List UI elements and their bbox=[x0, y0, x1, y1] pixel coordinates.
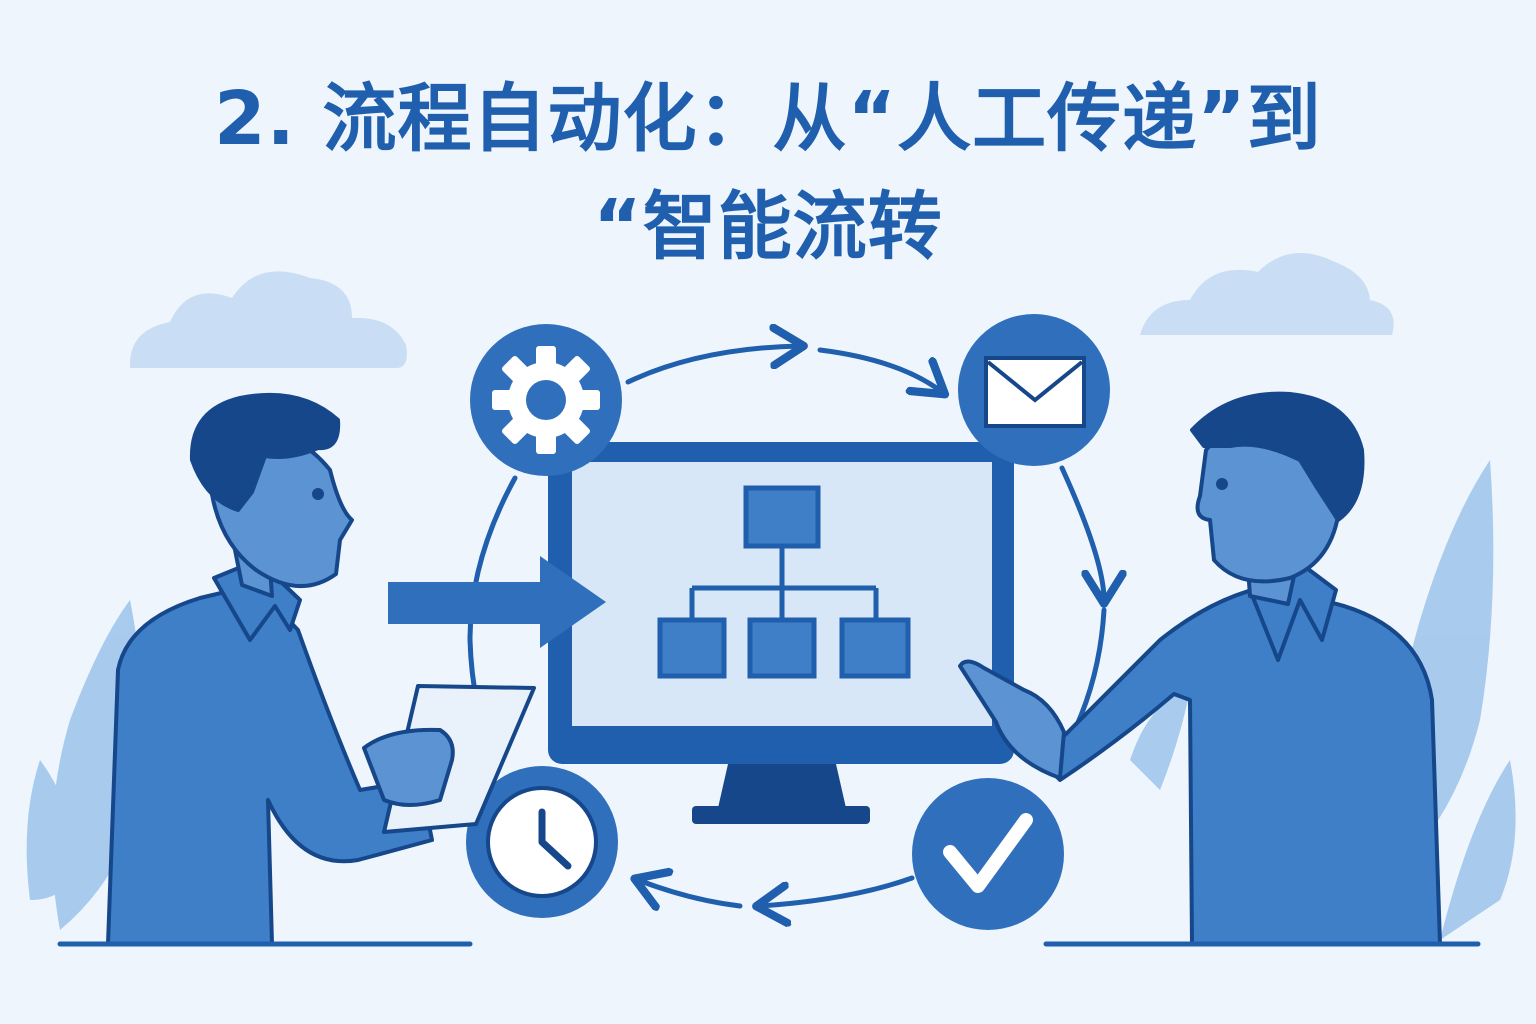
person-left bbox=[106, 392, 536, 946]
arrow-gear-to-envelope-a bbox=[625, 346, 800, 385]
person-left-hair bbox=[189, 392, 341, 512]
person-right-hair bbox=[1190, 391, 1365, 522]
cloud-left bbox=[129, 271, 407, 368]
person-left-hand bbox=[362, 727, 455, 807]
page-subtitle: “智能流转 bbox=[593, 184, 943, 270]
person-left-body bbox=[106, 583, 434, 946]
arrow-check-to-clock-a bbox=[760, 875, 915, 906]
arrow-check-to-clock-b bbox=[638, 880, 743, 906]
person-right-body bbox=[1038, 586, 1442, 946]
page-title: 2. 流程自动化：从“人工传递”到 bbox=[214, 76, 1322, 162]
checkmark-icon bbox=[912, 778, 1064, 930]
person-right-hand bbox=[958, 659, 1066, 780]
cloud-right bbox=[1140, 253, 1394, 335]
arrow-gear-to-envelope-b bbox=[817, 347, 942, 392]
cycle-arrows bbox=[467, 346, 1104, 906]
clock-icon bbox=[466, 766, 618, 918]
envelope-icon bbox=[958, 314, 1110, 466]
person-right-eye bbox=[1216, 478, 1228, 490]
person-right bbox=[958, 391, 1442, 946]
org-chart-icon bbox=[657, 485, 911, 679]
input-arrow bbox=[388, 556, 606, 648]
arrow-envelope-to-check bbox=[1059, 465, 1104, 600]
gear-icon bbox=[470, 324, 622, 476]
person-left-eye bbox=[312, 488, 324, 500]
